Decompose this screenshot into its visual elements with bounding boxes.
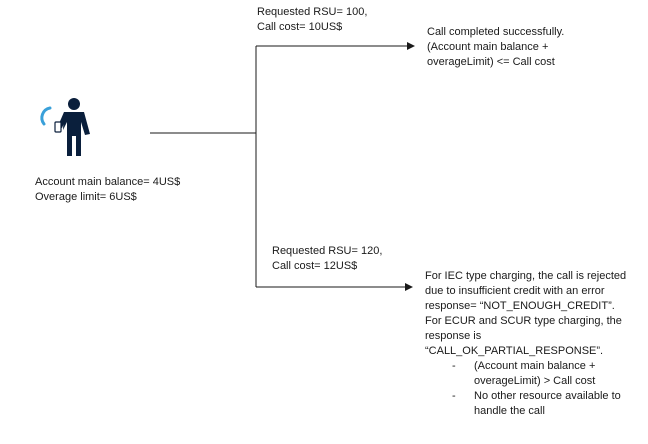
condition-bullet-line: handle the call [474, 405, 545, 417]
condition-bullet-line: No other resource available to [474, 390, 621, 402]
lower-result-line: response is [425, 330, 482, 342]
lower-requested-rsu: Requested RSU= 120, [272, 245, 383, 257]
condition-bullet: (Account main balance + overageLimit) > … [425, 359, 626, 389]
overage-limit-text: Overage limit= 6US$ [35, 191, 137, 203]
lower-result-line: due to insufficient credit with an error [425, 285, 605, 297]
lower-result-line: response= “NOT_ENOUGH_CREDIT”. [425, 300, 615, 312]
lower-condition-list: (Account main balance + overageLimit) > … [425, 359, 626, 419]
upper-result-line: (Account main balance + [427, 41, 549, 53]
upper-request-label: Requested RSU= 100, Call cost= 10US$ [257, 5, 367, 35]
upper-requested-rsu: Requested RSU= 100, [257, 6, 368, 18]
condition-bullet-line: (Account main balance + [474, 360, 596, 372]
upper-result-text: Call completed successfully. (Account ma… [427, 25, 564, 70]
lower-request-label: Requested RSU= 120, Call cost= 12US$ [272, 244, 382, 274]
lower-result-line: “CALL_OK_PARTIAL_RESPONSE”. [425, 345, 604, 357]
account-balance-info: Account main balance= 4US$ Overage limit… [35, 175, 180, 205]
upper-result-line: overageLimit) <= Call cost [427, 56, 555, 68]
lower-result-line: For ECUR and SCUR type charging, the [425, 315, 622, 327]
main-balance-text: Account main balance= 4US$ [35, 176, 181, 188]
lower-call-cost: Call cost= 12US$ [272, 260, 358, 272]
person-with-phone-icon [40, 98, 90, 156]
lower-result-text: For IEC type charging, the call is rejec… [425, 269, 626, 419]
condition-bullet-line: overageLimit) > Call cost [474, 375, 596, 387]
upper-result-line: Call completed successfully. [427, 26, 565, 38]
lower-result-line: For IEC type charging, the call is rejec… [425, 270, 627, 282]
user-figure [36, 96, 96, 160]
upper-call-cost: Call cost= 10US$ [257, 21, 343, 33]
condition-bullet: No other resource available to handle th… [425, 389, 626, 419]
